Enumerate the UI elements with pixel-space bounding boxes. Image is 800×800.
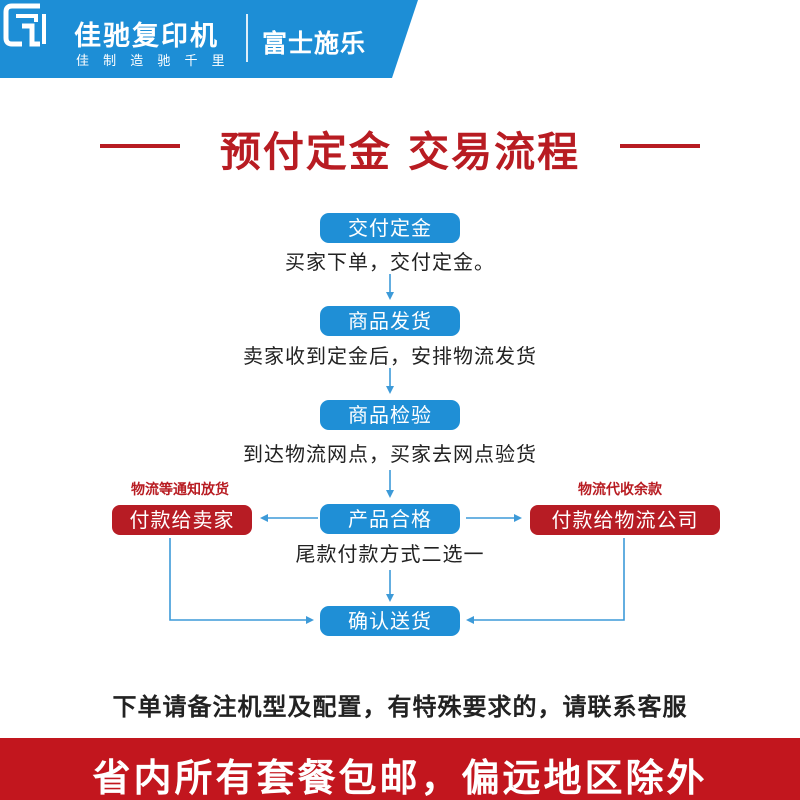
step-confirm-delivery: 确认送货 [320,606,460,636]
order-note: 下单请备注机型及配置，有特殊要求的，请联系客服 [112,693,688,721]
arrow-right-final [466,538,625,624]
header-banner: 佳驰复印机 佳 制 造 驰 千 里 富士施乐 [0,0,800,78]
banner-background [0,0,418,78]
title-row: 预付定金 交易流程 [0,116,800,176]
brand-slogan: 佳 制 造 驰 千 里 [76,54,227,69]
pay-logistics-node: 付款给物流公司 [530,505,720,535]
title-line-left [100,144,180,148]
left-branch-note: 物流等通知放货 [131,482,229,498]
step-inspection-desc: 到达物流网点，买家去网点验货 [243,442,537,466]
step-shipping-desc: 卖家收到定金后，安排物流发货 [243,344,537,368]
brand-name: 佳驰复印机 [74,21,219,52]
pay-seller-node: 付款给卖家 [112,505,252,535]
shipping-banner: 省内所有套餐包邮，偏远地区除外 [0,738,800,800]
shipping-banner-text: 省内所有套餐包邮，偏远地区除外 [92,756,708,800]
step-inspection: 商品检验 [320,400,460,430]
brand-partner: 富士施乐 [262,29,367,58]
page-title: 预付定金 交易流程 [219,128,581,176]
step-qualified-desc: 尾款付款方式二选一 [295,542,485,566]
step-shipping: 商品发货 [320,306,460,336]
arrow-left-final [169,538,314,624]
gs-logo-icon [3,3,46,47]
right-branch-note: 物流代收余款 [578,482,662,498]
step-deposit-desc: 买家下单，交付定金。 [285,250,495,274]
step-qualified: 产品合格 [320,504,460,534]
step-deposit: 交付定金 [320,213,460,243]
title-line-right [620,144,700,148]
